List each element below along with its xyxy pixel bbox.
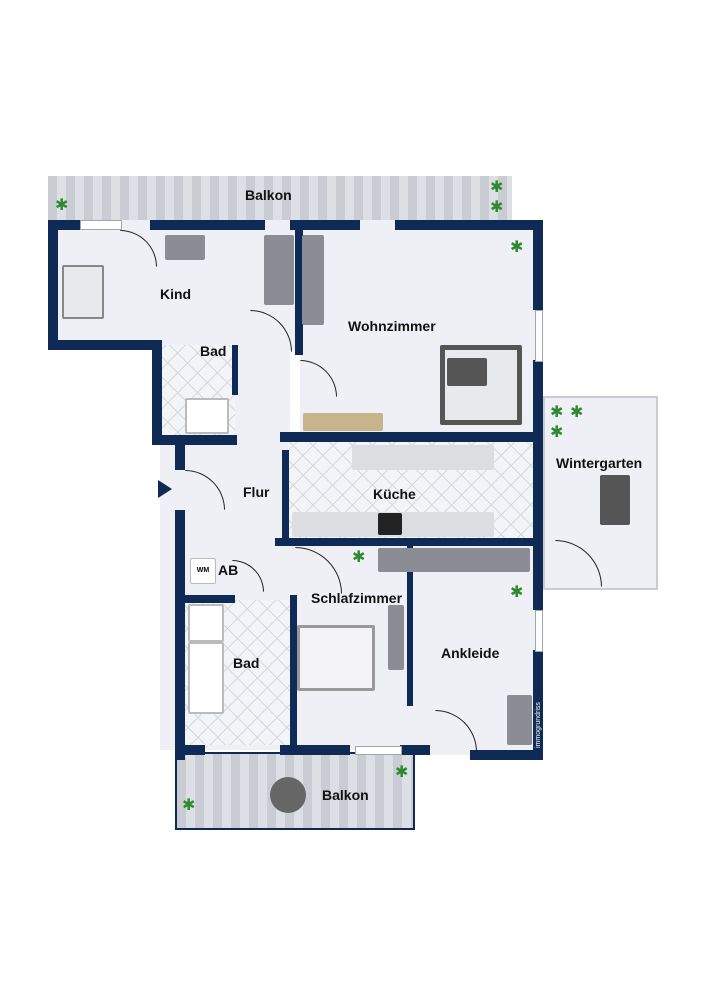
wall bbox=[282, 450, 289, 540]
room-label-flur: Flur bbox=[243, 484, 270, 500]
wall bbox=[48, 220, 108, 230]
room-label-bad-bottom: Bad bbox=[233, 655, 260, 671]
plant-icon: ✱ bbox=[510, 584, 524, 601]
washing-machine-icon: WM bbox=[190, 558, 216, 584]
room-label-ab: AB bbox=[218, 562, 239, 578]
wall bbox=[232, 345, 238, 395]
bed-icon bbox=[62, 265, 104, 319]
wall bbox=[295, 225, 303, 355]
plant-icon: ✱ bbox=[570, 404, 584, 421]
table-icon bbox=[270, 777, 306, 813]
window bbox=[355, 746, 402, 755]
room-label-kueche: Küche bbox=[373, 486, 416, 502]
plant-icon: ✱ bbox=[490, 199, 504, 216]
stove-icon bbox=[378, 513, 402, 535]
wall bbox=[280, 745, 350, 755]
room-label-kind: Kind bbox=[160, 286, 192, 302]
wall bbox=[395, 220, 543, 230]
desk-icon bbox=[507, 695, 532, 745]
wall bbox=[48, 220, 58, 350]
desk-icon bbox=[165, 235, 205, 260]
tv-unit-icon bbox=[302, 235, 324, 325]
wall bbox=[290, 595, 297, 755]
plant-icon: ✱ bbox=[550, 404, 564, 421]
wall bbox=[175, 510, 185, 760]
plant-icon: ✱ bbox=[352, 549, 366, 566]
room-label-balkon-bottom: Balkon bbox=[322, 787, 369, 803]
wm-label: WM bbox=[196, 567, 210, 574]
wall bbox=[470, 750, 543, 760]
room-label-wintergarten: Wintergarten bbox=[556, 455, 643, 471]
wall bbox=[290, 220, 360, 230]
plant-icon: ✱ bbox=[55, 197, 69, 214]
plant-icon: ✱ bbox=[182, 797, 196, 814]
wall bbox=[533, 360, 543, 610]
wall bbox=[175, 595, 235, 603]
shower-icon bbox=[185, 398, 229, 434]
wall bbox=[48, 340, 160, 350]
room-label-ankleide: Ankleide bbox=[441, 645, 500, 661]
wall bbox=[280, 432, 543, 442]
shower-icon bbox=[188, 604, 224, 642]
room-label-balkon-top: Balkon bbox=[245, 187, 292, 203]
window bbox=[535, 310, 543, 362]
plant-icon: ✱ bbox=[550, 424, 564, 441]
window bbox=[535, 610, 543, 652]
wall bbox=[152, 340, 162, 445]
wall bbox=[400, 745, 430, 755]
wall bbox=[407, 546, 413, 706]
entrance-arrow-icon bbox=[158, 480, 172, 498]
plant-icon: ✱ bbox=[510, 239, 524, 256]
wall bbox=[533, 220, 543, 310]
fireplace-icon bbox=[303, 413, 383, 431]
room-label-schlafzimmer: Schlafzimmer bbox=[311, 590, 403, 606]
wall bbox=[150, 220, 265, 230]
wall bbox=[152, 435, 237, 445]
room-label-wohnzimmer: Wohnzimmer bbox=[348, 318, 436, 334]
wall bbox=[275, 538, 535, 546]
wall bbox=[175, 745, 205, 755]
wall bbox=[533, 650, 543, 760]
window bbox=[80, 220, 122, 230]
wardrobe-icon bbox=[388, 605, 404, 670]
wall bbox=[175, 445, 185, 470]
balcony-top bbox=[48, 176, 512, 220]
coffee-table-icon bbox=[447, 358, 487, 386]
plant-icon: ✱ bbox=[395, 764, 409, 781]
cabinet-icon bbox=[264, 235, 294, 305]
watermark-label: immogrundriss bbox=[535, 702, 542, 748]
bathtub-icon bbox=[188, 642, 224, 714]
room-label-bad-top: Bad bbox=[200, 343, 227, 359]
dining-table-icon bbox=[600, 475, 630, 525]
bed-icon bbox=[297, 625, 375, 691]
kitchen-counter-icon bbox=[352, 445, 494, 470]
wardrobe-icon bbox=[378, 548, 530, 572]
plant-icon: ✱ bbox=[490, 179, 504, 196]
